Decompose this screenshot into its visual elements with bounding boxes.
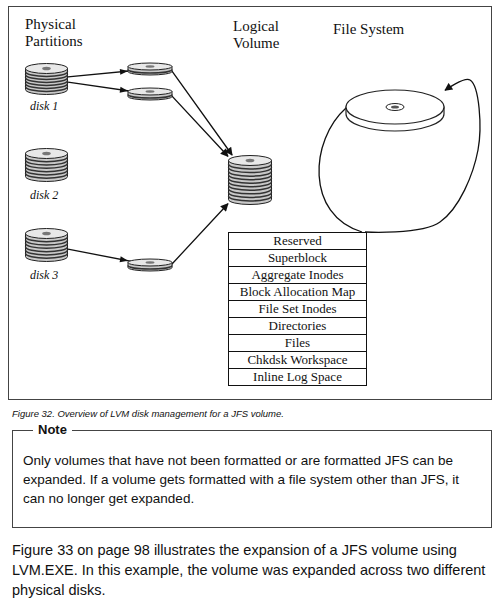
structure-label: Inline Log Space (229, 369, 366, 385)
partition-symbol (128, 88, 172, 100)
layout-table-row: Block Allocation Map (228, 283, 367, 301)
layout-table-row: File Set Inodes (228, 300, 367, 318)
note-heading: Note (33, 422, 72, 438)
layout-table-row: Inline Log Space (228, 368, 367, 386)
disk-label: disk 2 (30, 188, 80, 202)
column-heading: Physical Partitions (25, 16, 105, 50)
structure-label: Reserved (229, 233, 366, 249)
layout-table-row: Superblock (228, 249, 367, 267)
partition-symbol (128, 63, 172, 75)
note-text: Only volumes that have not been formatte… (23, 451, 481, 508)
layout-table-row: Files (228, 334, 367, 352)
structure-label: Block Allocation Map (229, 284, 366, 300)
structure-label: Aggregate Inodes (229, 267, 366, 283)
disk-symbol: disk 1 (25, 63, 68, 95)
mapping-arrow (68, 82, 228, 156)
layout-table-row: Reserved (228, 232, 367, 250)
partition-symbol (128, 259, 172, 271)
file-system-outline (319, 108, 362, 232)
layout-table-row: Aggregate Inodes (228, 266, 367, 284)
structure-label: Directories (229, 318, 366, 334)
logical-volume-symbol (228, 155, 272, 205)
structure-label: Files (229, 335, 366, 351)
mapping-arrow (365, 79, 480, 232)
logical-volume-symbol: Logical Volume (228, 155, 272, 205)
file-system-platter: File System (345, 87, 445, 135)
structure-label: Superblock (229, 250, 366, 266)
figure-frame (9, 7, 492, 400)
partition-arrowhead (120, 69, 128, 75)
column-heading: Logical Volume (233, 18, 313, 52)
mapping-arrow (68, 204, 228, 265)
partition-arrowhead (120, 87, 128, 93)
partition-arrowhead (120, 256, 128, 262)
disk-symbol (25, 228, 68, 262)
figure-caption: Figure 32. Overview of LVM disk manageme… (12, 408, 492, 420)
structure-label: Chkdsk Workspace (229, 352, 366, 368)
disk-symbol (25, 148, 68, 182)
note-box: NoteOnly volumes that have not been form… (12, 430, 492, 528)
structure-label: File Set Inodes (229, 301, 366, 317)
disk-label: disk 1 (30, 99, 80, 113)
column-heading: File System (333, 21, 453, 38)
disk-symbol (25, 63, 68, 95)
disk-symbol: disk 3 (25, 228, 68, 262)
disk-label: disk 3 (30, 268, 80, 282)
mapping-arrow (68, 69, 232, 155)
layout-table-row: Directories (228, 317, 367, 335)
layout-table-row: Chkdsk Workspace (228, 351, 367, 369)
file-system-platter (345, 87, 445, 135)
disk-symbol: disk 2 (25, 148, 68, 182)
body-paragraph: Figure 33 on page 98 illustrates the exp… (12, 540, 496, 600)
